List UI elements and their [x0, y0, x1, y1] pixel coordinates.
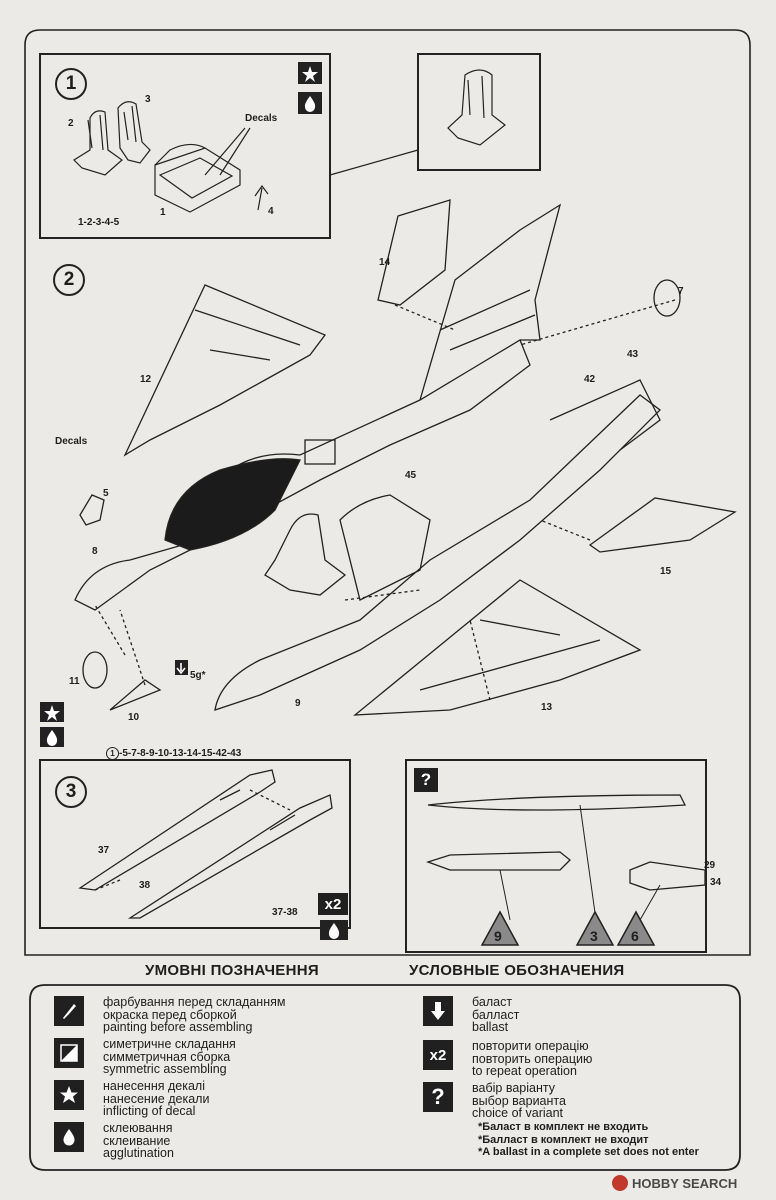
hobby-search-logo-icon [612, 1175, 628, 1191]
part-label: 3 [145, 94, 151, 105]
part-label: 5 [103, 488, 109, 499]
legend-text-ua: повторити операцію [472, 1039, 589, 1053]
legend-frame [29, 984, 741, 1171]
legend-text-en: ballast [472, 1020, 509, 1034]
main-frame [24, 29, 751, 956]
part-label: 8 [92, 546, 98, 557]
part-label: 4 [268, 206, 274, 217]
part-label: 10 [128, 712, 140, 723]
legend-text-ua: баласт [472, 995, 513, 1009]
part-label: 7 [678, 286, 684, 297]
ballast-notes: *Баласт в комплект не входить *Балласт в… [478, 1121, 699, 1159]
note-ua: *Баласт в комплект не входить [478, 1121, 649, 1133]
sequence-text: -5-7-8-9-10-13-14-15-42-43 [119, 748, 242, 759]
part-label: 2 [68, 118, 74, 129]
legend-title-ua: УМОВНІ ПОЗНАЧЕННЯ [145, 962, 319, 979]
part-label: 45 [405, 470, 417, 481]
legend-title-ru: УСЛОВНЫЕ ОБОЗНАЧЕНИЯ [409, 962, 625, 979]
part-label: Decals [55, 436, 88, 447]
part-label: 29 [704, 860, 716, 871]
legend-text-ru: балласт [472, 1007, 520, 1022]
part-label: 43 [627, 349, 639, 360]
step3-missiles [78, 769, 333, 919]
note-ru: *Балласт в комплект не входит [478, 1133, 649, 1146]
legend-text-ru: склеивание [103, 1133, 171, 1148]
step3-badges [320, 920, 348, 940]
legend-text-ua: вабір варіанту [472, 1081, 555, 1095]
variant-triangles [480, 910, 656, 946]
step2-aircraft [74, 199, 737, 716]
step-number: 2 [53, 264, 85, 296]
repeat-icon: x2 [423, 1040, 453, 1070]
legend-text-ru: повторить операцию [472, 1051, 593, 1066]
part-label: 11 [69, 676, 80, 687]
part-label: 42 [584, 374, 596, 385]
part-label: 34 [710, 877, 722, 888]
legend-text-ru: симметричная сборка [103, 1049, 231, 1064]
variant-choice: 3 [590, 928, 598, 944]
step-number: 1 [55, 68, 87, 100]
glue-drop-icon [54, 1122, 84, 1152]
watermark: HOBBY SEARCH [612, 1175, 737, 1191]
part-label: 9 [295, 698, 301, 709]
watermark-text: HOBBY SEARCH [632, 1175, 738, 1191]
variants-box [405, 759, 707, 953]
legend-text-ru: окраска перед сборкой [103, 1007, 237, 1022]
legend-text-en: agglutination [103, 1146, 174, 1160]
legend-item-ballast: баласт балласт ballast [423, 996, 519, 1034]
part-label: 37 [98, 845, 110, 856]
legend-text-en: painting before assembling [103, 1020, 253, 1034]
part-label: 37-38 [272, 907, 298, 918]
variant-choice: 9 [494, 928, 502, 944]
step3-box [39, 759, 351, 929]
paint-brush-icon [54, 996, 84, 1026]
legend-text-ua: фарбування перед складанням [103, 995, 286, 1009]
sequence-ref: 1 [106, 747, 119, 760]
legend-item-decal: нанесення декалі нанесение декали inflic… [54, 1080, 209, 1118]
part-sequence: 1-2-3-4-5 [78, 217, 120, 228]
part-label: 14 [379, 257, 391, 268]
legend-text-ua: склеювання [103, 1121, 173, 1135]
ballast-label: 5g* [190, 670, 206, 681]
note-en: *A ballast in a complete set does not en… [478, 1146, 699, 1158]
legend-item-symmetric: симетричне складання симметричная сборка… [54, 1038, 236, 1076]
question-icon: ? [414, 768, 438, 792]
legend-item-choice: ? вабір варіанту выбор варианта choice o… [423, 1082, 566, 1120]
legend-item-glue: склеювання склеивание agglutination [54, 1122, 174, 1160]
legend-text-en: inflicting of decal [103, 1104, 196, 1118]
ballast-arrow-box [175, 660, 188, 675]
part-label: 13 [541, 702, 553, 713]
step1-seats [73, 69, 506, 213]
legend-text-en: to repeat operation [472, 1064, 577, 1078]
part-label: 38 [139, 880, 151, 891]
variant-parts [425, 794, 706, 921]
part-label: 15 [660, 566, 672, 577]
question-icon: ? [423, 1082, 453, 1112]
legend-item-repeat: x2 повторити операцію повторить операцию… [423, 1040, 592, 1078]
step1-detail-box [417, 53, 541, 171]
step1-badges [298, 62, 322, 114]
legend-text-ua: симетричне складання [103, 1037, 236, 1051]
legend-text-ru: нанесение декали [103, 1091, 210, 1106]
step-number: 3 [55, 776, 87, 808]
part-label: 12 [140, 374, 152, 385]
legend-text-ru: выбор варианта [472, 1093, 566, 1108]
ballast-arrow-icon [423, 996, 453, 1026]
part-sequence: 1 -5-7-8-9-10-13-14-15-42-43 [106, 747, 241, 760]
legend-text-en: choice of variant [472, 1106, 564, 1120]
part-label: 1 [160, 207, 166, 218]
step2-badges [40, 702, 64, 747]
star-icon [54, 1080, 84, 1110]
repeat-icon: x2 [318, 893, 348, 915]
step1-box [39, 53, 331, 239]
part-label: Decals [245, 113, 278, 124]
legend-text-ua: нанесення декалі [103, 1079, 205, 1093]
legend-text-en: symmetric assembling [103, 1062, 227, 1076]
variant-choice: 6 [631, 928, 639, 944]
legend-item-painting: фарбування перед складанням окраска пере… [54, 996, 285, 1034]
symmetry-icon [54, 1038, 84, 1068]
